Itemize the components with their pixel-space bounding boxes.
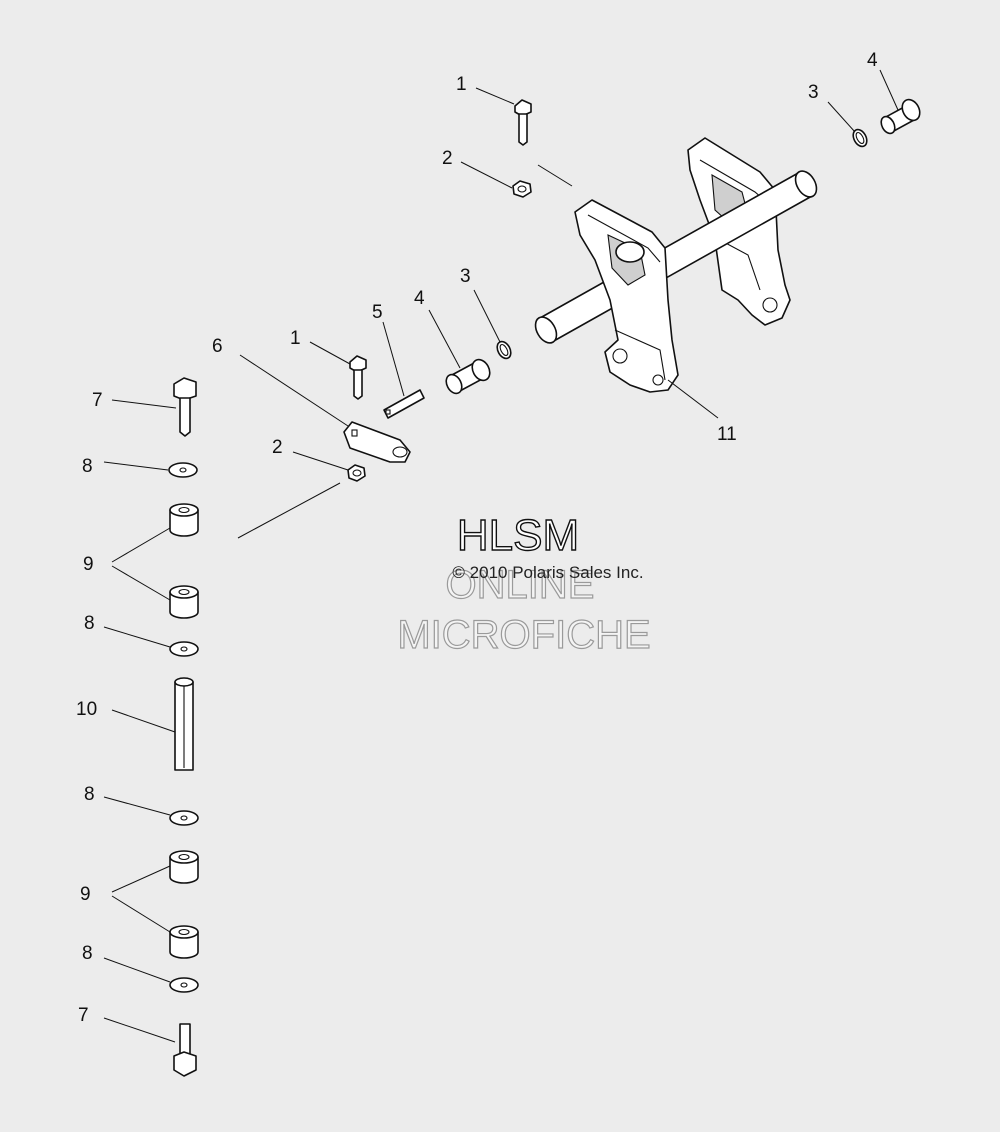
part-grommet-4 [169, 925, 199, 959]
part-nut-middle [347, 464, 366, 482]
callout-8-c: 8 [84, 784, 95, 805]
copyright-text: © 2010 Polaris Sales Inc. [452, 563, 643, 582]
part-bushing-middle [445, 358, 491, 395]
callout-6: 6 [212, 336, 223, 357]
watermark-hlsm: HLSM [457, 511, 579, 560]
part-grommet-1 [169, 503, 199, 537]
callout-2-middle: 2 [272, 437, 283, 458]
callout-9-b: 9 [80, 884, 91, 905]
part-washer-2 [169, 641, 199, 657]
callout-4-middle: 4 [414, 288, 425, 309]
leader-lines [103, 69, 899, 1043]
part-rod [383, 389, 425, 419]
part-spacer-tube [174, 677, 194, 771]
callout-7-top: 7 [92, 390, 103, 411]
part-washer-1 [168, 462, 198, 478]
alignment-line-upper [537, 164, 573, 187]
callout-11: 11 [717, 424, 737, 445]
part-bushing-upper [880, 98, 921, 135]
part-bolt-upper [514, 99, 532, 146]
part-o-ring-middle [496, 340, 512, 360]
callout-1-upper: 1 [456, 74, 467, 95]
callout-8-b: 8 [84, 613, 95, 634]
part-grommet-2 [169, 585, 199, 619]
part-bolt-top [173, 377, 197, 437]
callout-7-bottom: 7 [78, 1005, 89, 1026]
callout-9-a: 9 [83, 554, 94, 575]
callout-4-upper: 4 [867, 50, 878, 71]
part-nut-upper [512, 180, 532, 198]
alignment-line-lower [237, 482, 341, 539]
watermark-online: ONLINE [446, 563, 595, 607]
callout-8-d: 8 [82, 943, 93, 964]
callout-2-upper: 2 [442, 148, 453, 169]
part-bolt-middle [349, 355, 367, 400]
part-washer-3 [169, 810, 199, 826]
callout-1-middle: 1 [290, 328, 301, 349]
part-o-ring-upper [852, 128, 868, 148]
callout-5: 5 [372, 302, 383, 323]
part-bolt-bottom [173, 1023, 197, 1077]
callout-10: 10 [76, 699, 97, 720]
part-grommet-3 [169, 850, 199, 884]
part-rocker-arm-assembly [534, 137, 818, 393]
callout-3-upper: 3 [808, 82, 819, 103]
part-lever [343, 421, 411, 463]
watermark-microfiche: MICROFICHE [397, 613, 650, 657]
callout-8-a: 8 [82, 456, 93, 477]
part-washer-4 [169, 977, 199, 993]
callout-3-middle: 3 [460, 266, 471, 287]
